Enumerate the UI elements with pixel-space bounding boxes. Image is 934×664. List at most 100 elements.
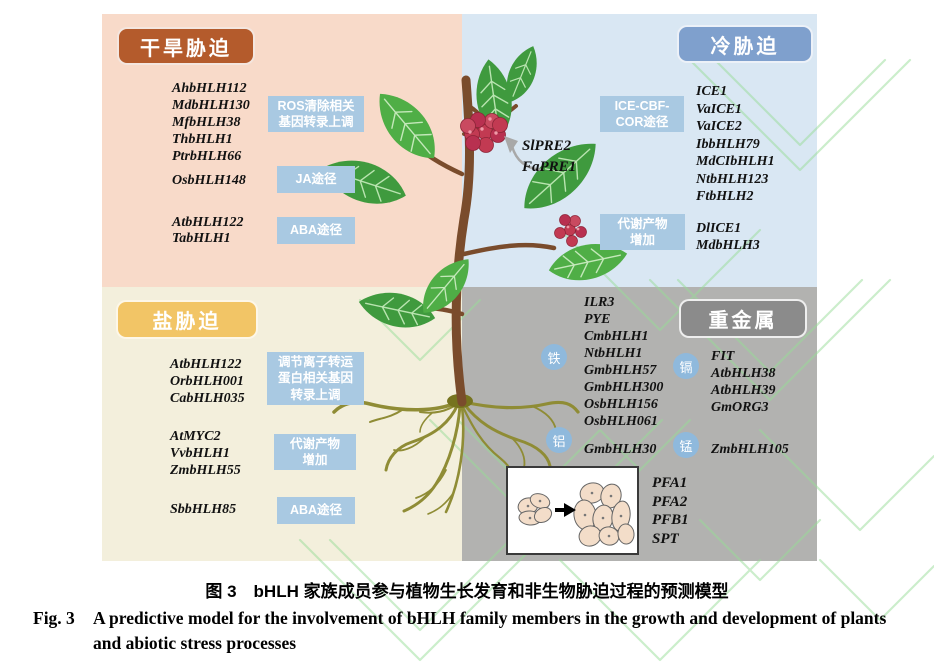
gene: ZmbHLH55 [170,463,241,478]
gene: PFA2 [652,493,688,510]
gene: ICE1 [696,84,728,99]
gene: ZmbHLH105 [711,442,789,457]
gene: IbbHLH79 [696,136,760,152]
cold-title-badge: 冷胁迫 [677,25,813,63]
box-line: ABA途径 [289,223,343,238]
seed-development-illustration [506,466,639,555]
gene: AtbHLH38 [711,366,776,381]
caption-en-line1: A predictive model for the involvement o… [93,608,887,628]
gene: ThbHLH1 [172,132,233,147]
box-line: ABA途径 [289,503,343,518]
salt-gene-list-2: AtMYC2 VvbHLH1 ZmbHLH55 [170,428,241,479]
gene: SbbHLH85 [170,502,237,517]
gene: CabHLH035 [170,391,245,406]
drought-gene-list-1: AhbHLH112 MdbHLH130 MfbHLH38 ThbHLH1 Ptr… [172,80,250,165]
gene: NtbHLH1 [584,346,643,361]
gene: ILR3 [584,295,615,310]
gene: AtMYC2 [170,429,221,444]
gene: FIT [711,349,735,364]
gene: SlPRE2 [522,138,572,154]
salt-title-badge: 盐胁迫 [116,300,258,339]
box-line: 调节离子转运 [277,355,353,370]
gene: AhbHLH112 [172,81,247,96]
gene: GmORG3 [711,400,769,415]
aluminum-gene-list: GmbHLH30 [584,441,656,458]
box-line: 基因转录上调 [278,115,354,129]
gene: MfbHLH38 [172,115,241,130]
aba-pathway-box-salt: ABA途径 [277,497,355,524]
manganese-label: 锰 [679,438,693,454]
caption-fig-number: Fig. 3 [33,608,75,628]
cold-gene-list-2: DlICE1 MdbHLH3 [696,220,760,254]
gene: GmbHLH30 [584,442,657,457]
gene: PtrbHLH66 [172,149,242,164]
gene: NtbHLH123 [696,171,769,187]
gene: SPT [652,530,679,547]
box-line: 蛋白相关基因 [277,371,353,386]
cold-title: 冷胁迫 [710,35,780,58]
gene: AtbHLH122 [172,215,244,230]
gene: DlICE1 [696,221,742,236]
gene: GmbHLH57 [584,363,657,378]
drought-gene-list-2: OsbHLH148 [172,172,246,189]
box-line: COR途径 [615,115,669,129]
manganese-badge: 锰 [673,432,699,458]
gene: GmbHLH300 [584,380,664,395]
cadmium-badge: 镉 [673,353,699,379]
heavy-metal-title: 重金属 [708,310,778,332]
salt-gene-list-1: AtbHLH122 OrbHLH001 CabHLH035 [170,356,245,407]
metabolite-increase-box-salt: 代谢产物 增加 [274,434,356,470]
manganese-gene-list: ZmbHLH105 [711,441,789,458]
gene: PFB1 [652,512,689,528]
aluminum-badge: 铝 [546,427,572,453]
box-line: ICE-CBF- [614,98,670,113]
ice-cbf-cor-box: ICE-CBF- COR途径 [600,96,684,132]
box-line: ROS清除相关 [277,98,355,113]
metabolite-increase-box-cold: 代谢产物 增加 [600,214,685,250]
ion-transport-box: 调节离子转运 蛋白相关基因 转录上调 [267,352,364,405]
gene: VvbHLH1 [170,446,230,461]
iron-label: 铁 [547,350,561,366]
salt-title: 盐胁迫 [152,311,222,333]
gene: AtbHLH39 [711,383,776,398]
seed-gene-list: PFA1 PFA2 PFB1 SPT [652,474,689,548]
drought-gene-list-3: AtbHLH122 TabHLH1 [172,215,244,247]
gene: OsbHLH148 [172,173,246,188]
plant-pre-gene-labels: SlPRE2 FaPRE1 [522,136,576,178]
gene: OsbHLH061 [584,414,658,429]
iron-badge: 铁 [541,344,567,370]
gene: FtbHLH2 [696,189,754,204]
aluminum-label: 铝 [552,433,566,449]
gene: VaICE2 [696,119,742,134]
ros-upregulation-box: ROS清除相关 基因转录上调 [268,96,364,132]
box-line: 代谢产物 [289,436,340,451]
gene: OsbHLH156 [584,397,658,412]
box-line: 增加 [629,233,655,247]
caption-chinese: 图 3 bHLH 家族成员参与植物生长发育和非生物胁迫过程的预测模型 [205,582,729,601]
drought-title: 干旱胁迫 [140,37,232,60]
salt-gene-list-3: SbbHLH85 [170,501,236,518]
box-line: 增加 [302,453,328,467]
gene: FaPRE1 [522,159,577,175]
caption-english: Fig. 3 A predictive model for the involv… [33,606,886,656]
caption-en-line2: and abiotic stress processes [93,633,297,653]
gene: VaICE1 [696,101,742,117]
drought-title-badge: 干旱胁迫 [117,27,255,65]
gene: PFA1 [652,475,688,491]
gene: CmbHLH1 [584,329,649,344]
box-line: 代谢产物 [617,216,668,231]
aba-pathway-box-drought: ABA途径 [277,217,355,244]
box-line: 转录上调 [290,387,341,402]
gene: MdbHLH130 [172,98,250,113]
heavy-metal-title-badge: 重金属 [679,299,807,338]
gene: AtbHLH122 [170,357,242,372]
cadmium-label: 镉 [679,359,693,375]
iron-gene-list: ILR3 PYE CmbHLH1 NtbHLH1 GmbHLH57 GmbHLH… [584,294,663,430]
gene: OrbHLH001 [170,374,244,389]
gene: TabHLH1 [172,231,231,246]
cadmium-gene-list: FIT AtbHLH38 AtbHLH39 GmORG3 [711,348,776,416]
gene: MdCIbHLH1 [696,154,775,169]
arrow-icon [555,503,576,517]
gene: PYE [584,312,611,327]
